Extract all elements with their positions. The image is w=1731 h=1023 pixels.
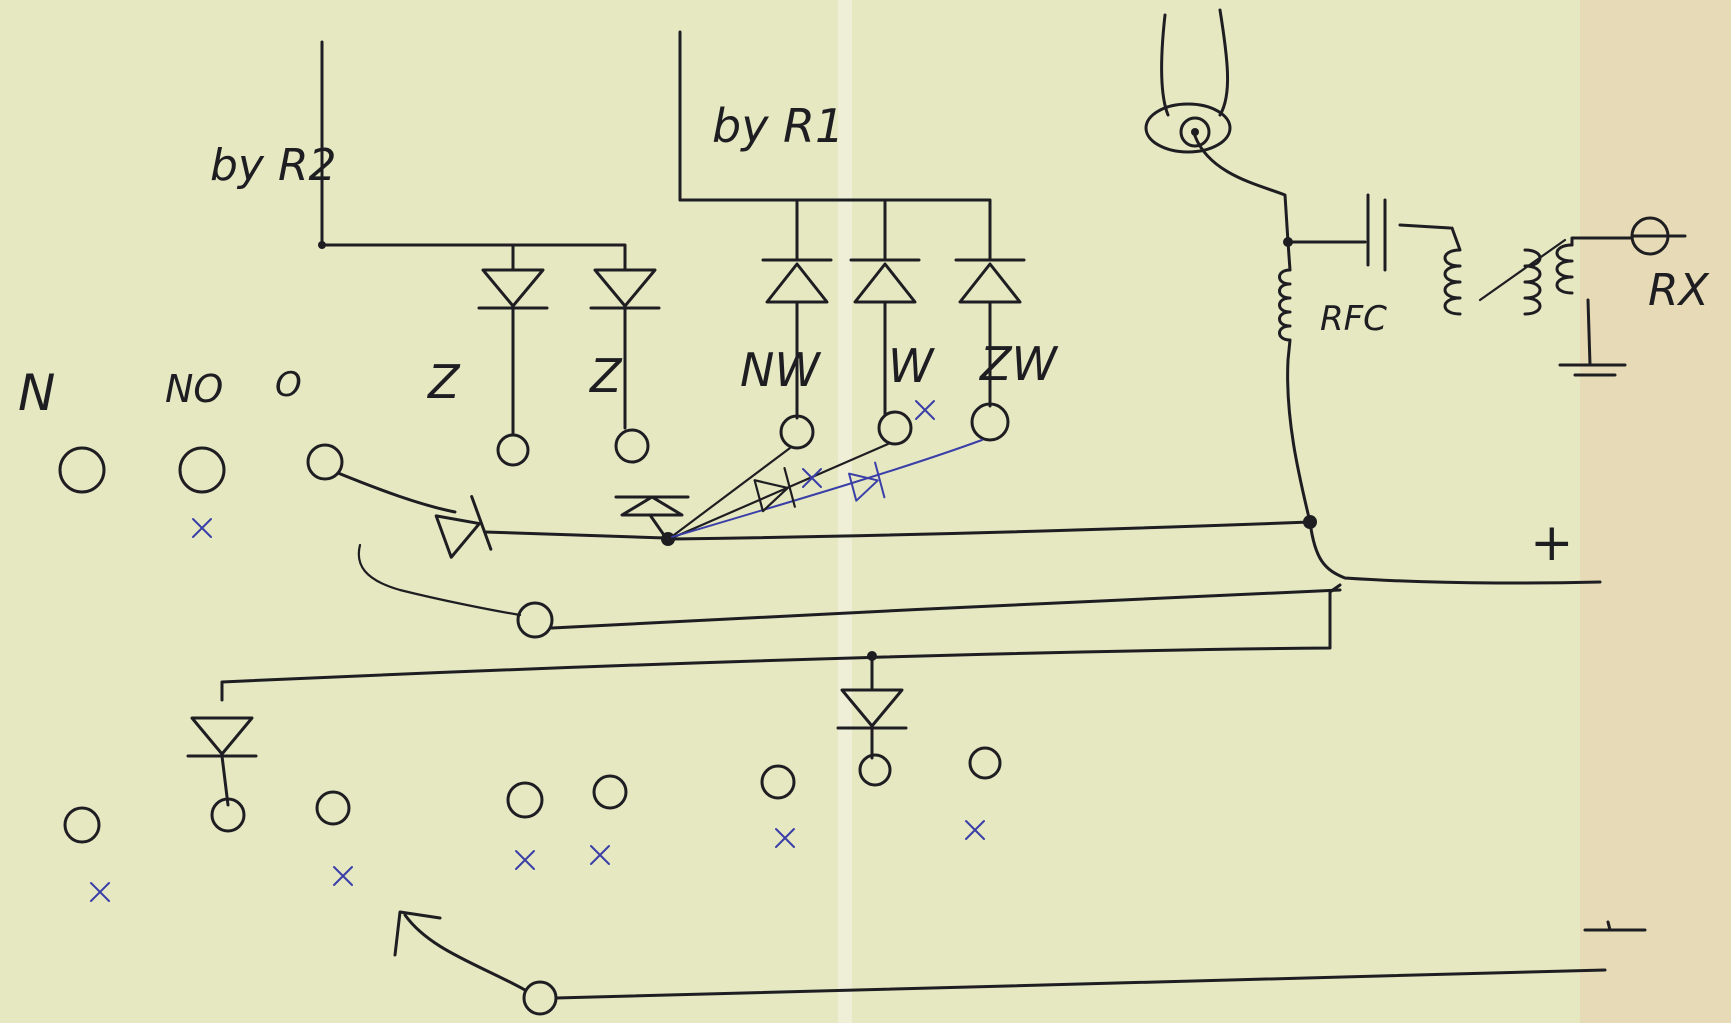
label-n: N [18, 364, 55, 422]
label-w: W [888, 339, 935, 393]
wire-nw-to-node [668, 446, 792, 540]
diode-w-return [848, 461, 886, 502]
terminal-z-2 [614, 428, 650, 464]
terminal-lower-5 [592, 774, 628, 810]
minus-sign-tick [1606, 920, 1612, 932]
diode-z-2-return [614, 495, 690, 517]
coax-center-node [1191, 128, 1199, 136]
coil-2 [1523, 248, 1542, 316]
terminal-nw [779, 414, 815, 450]
relay-r2-bus [320, 243, 627, 270]
terminal-lower-2 [210, 797, 246, 833]
node-lower-right [867, 651, 877, 661]
label-no: NO [165, 367, 223, 411]
wire-to-ground [1586, 298, 1592, 367]
wire-hook-to-mid-terminal [357, 543, 522, 617]
lead-lower-left [220, 754, 230, 807]
terminal-w [877, 410, 913, 446]
coax-connector-inner [1179, 116, 1211, 148]
relay-r2-node [318, 241, 326, 249]
wire-rfc-to-plus [1308, 520, 1602, 585]
diode-nw-return [753, 466, 796, 513]
rfc-choke [1278, 240, 1312, 524]
paper-stain [1580, 0, 1731, 1023]
label-nw: NW [740, 343, 821, 397]
terminal-lower-1 [63, 806, 101, 844]
label-o: O [275, 365, 302, 405]
terminal-lower-3 [315, 790, 351, 826]
label-relay-r1: by R1 [712, 99, 844, 153]
wire-bottom-to-minus [554, 968, 1607, 1000]
label-rx: RX [1648, 265, 1710, 316]
wire-common-to-rfc [670, 520, 1312, 541]
label-rfc: RFC [1320, 299, 1387, 339]
wire-plus-loop [220, 583, 1342, 702]
terminal-no [178, 446, 226, 494]
coil-1 [1443, 226, 1462, 316]
terminal-lower-4 [506, 781, 544, 819]
label-zw: ZW [978, 337, 1059, 391]
terminal-n [58, 446, 106, 494]
wire-coax-to-junction [1193, 134, 1290, 244]
terminal-lower-7 [858, 753, 892, 787]
wire-diode-to-node [483, 530, 667, 540]
common-node [661, 532, 675, 546]
diode-common-left [434, 495, 493, 559]
terminal-z-1 [496, 433, 530, 467]
wire-mid-to-rail [550, 588, 1342, 630]
label-relay-r2: by R2 [210, 140, 337, 191]
arrow-head [393, 910, 442, 957]
coil-3 [1555, 243, 1574, 295]
wire-zw-to-node [671, 439, 983, 538]
terminal-lower-8 [968, 746, 1002, 780]
coax-connector-outer [1144, 102, 1232, 154]
transformer-core [1478, 238, 1567, 302]
wire-capacitor-out [1398, 223, 1452, 230]
terminal-lower-6 [760, 764, 796, 800]
wire-o-to-diode [336, 471, 457, 514]
label-plus: + [1530, 513, 1574, 573]
label-z-2: Z [588, 349, 623, 403]
terminal-zw [970, 402, 1010, 442]
wire-w-to-node [670, 442, 890, 540]
wire-transformer-to-rx [1570, 236, 1632, 247]
arrow-bottom-to-lower [403, 913, 527, 992]
terminal-o [306, 443, 344, 481]
label-z-1: Z [426, 355, 461, 409]
relay-r1-bus [678, 198, 992, 260]
terminal-mid [516, 601, 554, 639]
